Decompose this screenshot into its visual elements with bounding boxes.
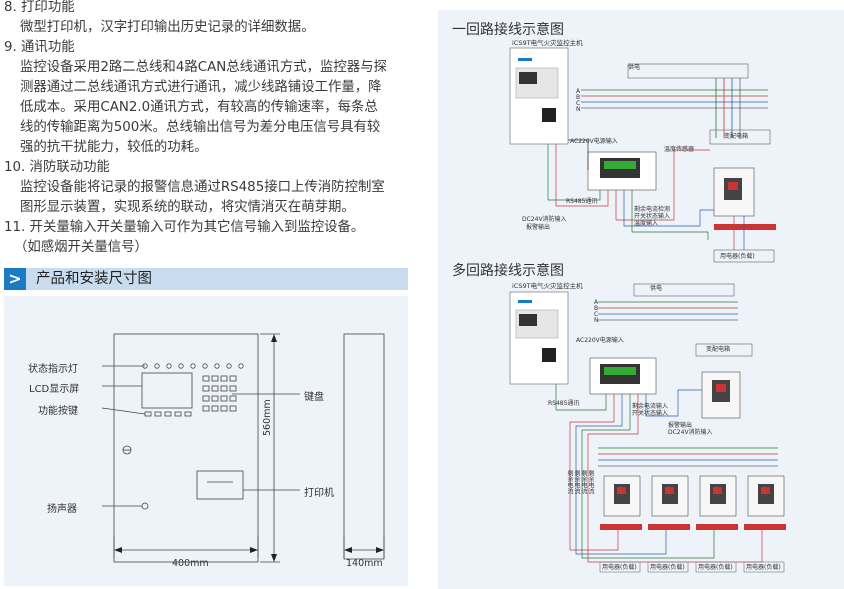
- feature-9-line: 线的传输距离为500米。总线输出信号为差分电压信号具有较: [20, 120, 381, 135]
- label-status-light: 状态指示灯: [28, 364, 78, 375]
- height-dimension: 560mm: [262, 399, 273, 436]
- multi-input-1: 剩余电流输入: [632, 403, 669, 410]
- feature-8-title: 8. 打印功能: [4, 0, 75, 15]
- single-supply: 供电: [628, 64, 641, 71]
- feature-9-title: 9. 通讯功能: [4, 40, 75, 55]
- feature-10-line: 图形显示装置，实现系统的联动，将灾情消灭在萌芽期。: [20, 200, 355, 215]
- multi-vertical-label: 剩余电流: [573, 470, 580, 494]
- label-keyboard: 键盘: [304, 392, 324, 403]
- label-lcd: LCD显示屏: [29, 384, 80, 395]
- multi-vertical-label: 剩余电流: [587, 470, 594, 494]
- multi-input-2: 开关状态输入: [632, 410, 669, 417]
- multi-phase-a: A: [594, 299, 599, 306]
- multi-phase-c: C: [594, 311, 599, 318]
- multi-supply: 供电: [650, 285, 663, 292]
- dimension-drawing: [101, 333, 385, 563]
- feature-8-line: 微型打印机，汉字打印输出历史记录的详细数据。: [20, 20, 315, 35]
- multi-ac220: AC220V电源输入: [576, 337, 624, 344]
- single-phase-n: N: [576, 106, 581, 113]
- multi-alarm-out: 报警输出: [668, 422, 693, 429]
- diagram-single-host: iCS9T电气火灾监控主机: [512, 39, 583, 47]
- single-alarm-out: 报警输出: [526, 224, 551, 231]
- multi-cabinet: 变配电箱: [706, 346, 731, 353]
- single-temp-sensor: 温度传感器: [664, 146, 695, 153]
- single-dc24: DC24V消防输入: [522, 216, 567, 223]
- depth-dimension: 140mm: [346, 558, 383, 569]
- feature-9-line: 监控设备采用2路二总线和4路CAN总线通讯方式，监控器与探: [20, 60, 387, 75]
- feature-9-line: 低成本。采用CAN2.0通讯方式，有较高的传输速率，每条总: [20, 100, 378, 115]
- multi-dc24: DC24V消防输入: [668, 429, 713, 436]
- single-rs485: RS485通讯: [566, 198, 598, 205]
- multi-consumer: 用电器(负载): [650, 564, 685, 571]
- diagram-single-title: 一回路接线示意图: [452, 22, 564, 38]
- section-header: > 产品和安装尺寸图: [4, 268, 408, 290]
- single-phase-b: B: [576, 94, 581, 101]
- single-input-3: 温度输入: [634, 220, 659, 227]
- label-speaker: 扬声器: [47, 504, 77, 515]
- multi-vertical-label: 剩余电流: [580, 470, 587, 494]
- width-dimension: 400mm: [172, 558, 209, 569]
- single-ac220: AC220V电源输入: [570, 138, 618, 145]
- multi-vertical-label: 剩余电流: [566, 470, 573, 494]
- single-phase-a: A: [576, 88, 581, 95]
- feature-10-line: 监控设备能将记录的报警信息通过RS485接口上传消防控制室: [20, 180, 385, 195]
- diagram-single: [509, 47, 776, 263]
- dimension-panel: [4, 296, 408, 586]
- single-phase-c: C: [576, 100, 581, 107]
- multi-rs485: RS485通讯: [548, 400, 580, 407]
- diagram-multi: [509, 283, 786, 573]
- multi-consumer: 用电器(负载): [698, 564, 733, 571]
- multi-consumer: 用电器(负载): [746, 564, 781, 571]
- multi-phase-n: N: [594, 317, 599, 324]
- feature-9-line: 测器通过二总线通讯方式进行通讯，减少线路铺设工作量，降: [20, 80, 382, 95]
- multi-phase-b: B: [594, 305, 599, 312]
- diagram-multi-host: iCS9T电气火灾监控主机: [512, 282, 583, 290]
- diagram-multi-title: 多回路接线示意图: [452, 263, 564, 279]
- feature-9-line: 强的抗干扰能力，较低的功耗。: [20, 140, 208, 155]
- feature-11-line: （如感烟开关量信号）: [14, 240, 148, 255]
- single-input-2: 开关状态输入: [634, 213, 671, 220]
- single-consumer: 用电器(负载): [720, 253, 755, 260]
- single-cabinet: 变配电箱: [724, 133, 749, 140]
- single-input-1: 剩余电流检测: [634, 206, 671, 213]
- section-title: 产品和安装尺寸图: [36, 271, 152, 287]
- multi-consumer: 用电器(负载): [602, 564, 637, 571]
- label-function-keys: 功能按键: [38, 406, 78, 417]
- section-arrow-icon: >: [4, 268, 26, 290]
- label-printer: 打印机: [304, 488, 334, 499]
- feature-10-title: 10. 消防联动功能: [4, 160, 110, 175]
- feature-11-title: 11. 开关量输入开关量输入可作为其它信号输入到监控设备。: [4, 220, 365, 235]
